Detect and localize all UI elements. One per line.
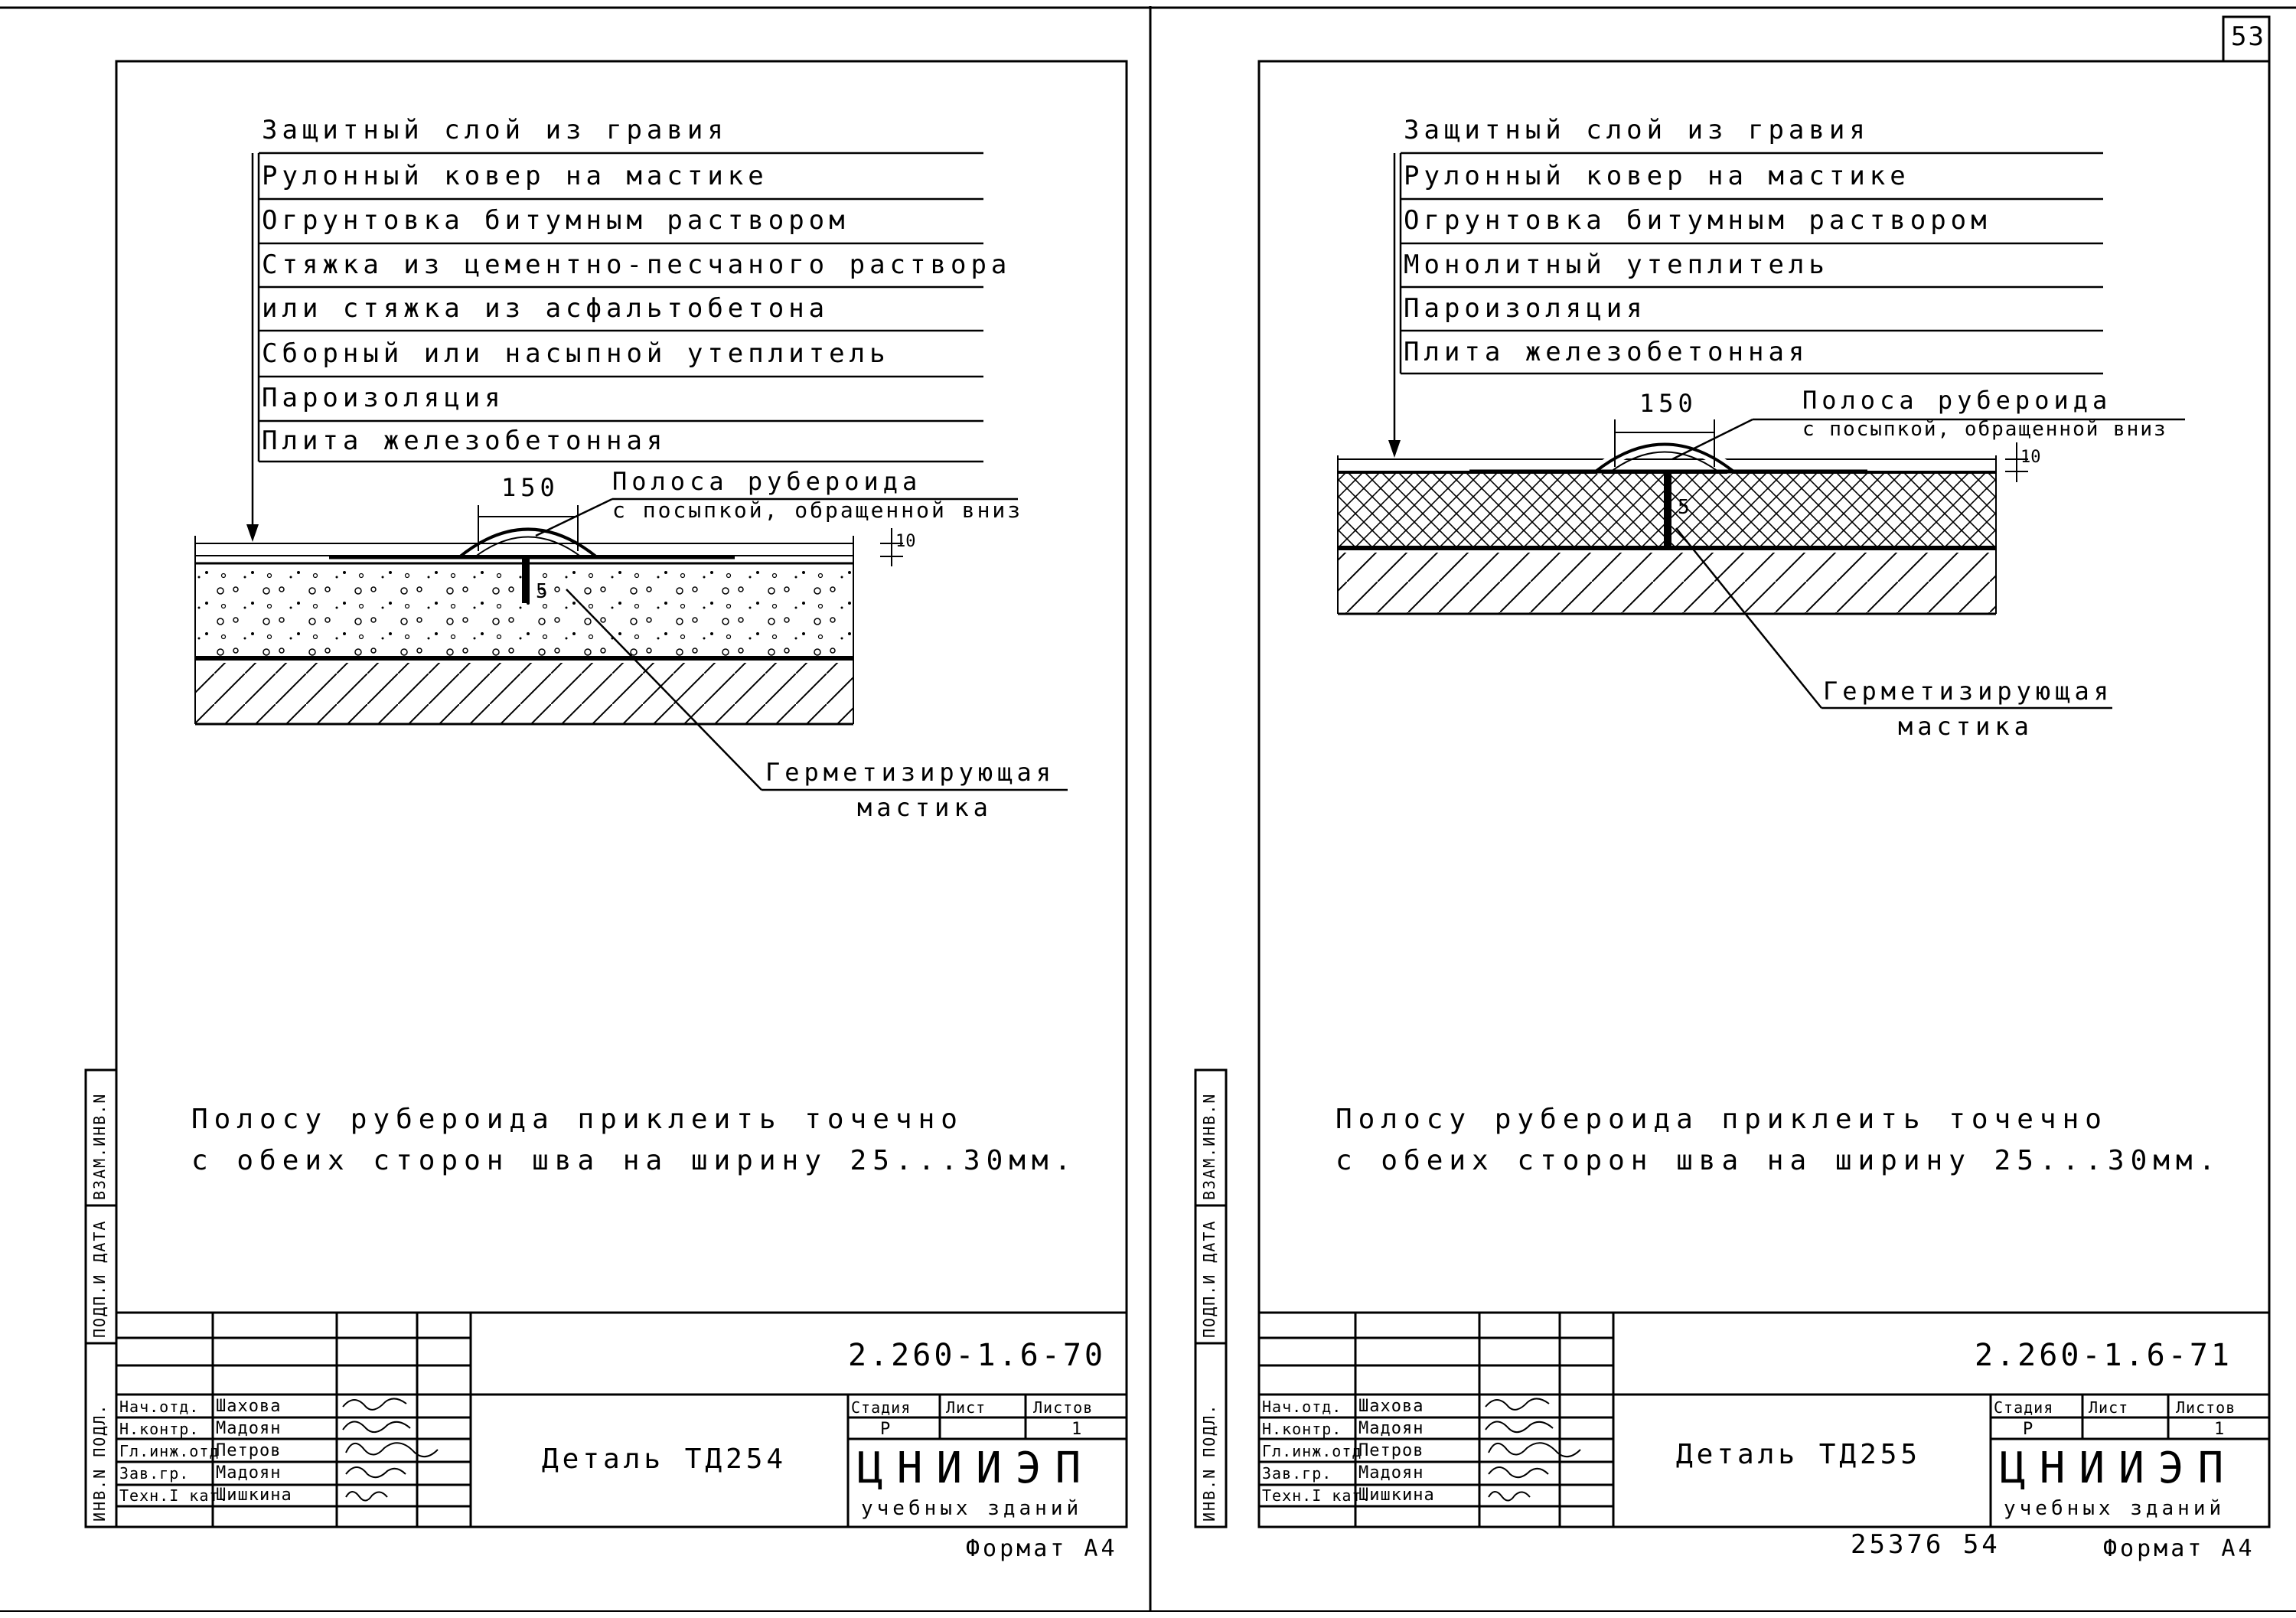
left-org-subtitle: учебных зданий <box>861 1497 1083 1520</box>
left-layer-1: Защитный слой из гравия <box>262 115 728 145</box>
right-name-1: Шахова <box>1358 1397 1424 1416</box>
left-name-3: Петров <box>216 1441 282 1460</box>
left-role-5: Техн.I кат. <box>119 1486 230 1505</box>
right-name-3: Петров <box>1358 1441 1424 1460</box>
right-doc-code: 2.260-1.6-71 <box>1975 1338 2232 1373</box>
right-layer-2: Рулонный ковер на мастике <box>1404 161 1910 191</box>
side-label-inv-original: ИНВ.N ПОДЛ. <box>90 1403 109 1522</box>
left-sheet-header: Лист <box>946 1398 987 1417</box>
left-sheets-header: Листов <box>1033 1398 1094 1417</box>
right-name-5: Шишкина <box>1358 1486 1435 1505</box>
left-name-2: Мадоян <box>216 1419 282 1438</box>
side-label-replace-inv: ВЗАМ.ИНВ.N <box>90 1092 109 1200</box>
right-note-line-2: с обеих сторон шва на ширину 25...30мм. <box>1336 1145 2222 1176</box>
right-note-line-1: Полосу рубероида приклеить точечно <box>1336 1104 2108 1135</box>
right-role-2: Н.контр. <box>1262 1420 1342 1438</box>
right-stage-value: Р <box>2023 1420 2034 1439</box>
right-strip-label-2: с посыпкой, обращенной вниз <box>1802 418 2167 441</box>
left-layer-2: Рулонный ковер на мастике <box>262 161 768 191</box>
right-sheets-header: Листов <box>2176 1398 2236 1417</box>
bottom-number: 25376 54 <box>1851 1529 2001 1560</box>
left-name-4: Мадоян <box>216 1463 282 1483</box>
right-sheets-value: 1 <box>2214 1420 2226 1439</box>
right-name-4: Мадоян <box>1358 1463 1424 1483</box>
left-dim-5: 5 <box>536 580 548 603</box>
right-layer-3: Огрунтовка битумным раствором <box>1404 205 1991 236</box>
right-role-3: Гл.инж.отд <box>1262 1442 1362 1460</box>
right-org-subtitle: учебных зданий <box>2004 1497 2226 1520</box>
left-dim-150: 150 <box>501 473 559 502</box>
right-layer-5: Пароизоляция <box>1404 293 1647 324</box>
left-mastic-label-1: Герметизирующая <box>765 758 1055 787</box>
right-dim-5: 5 <box>1678 496 1690 519</box>
left-note-line-2: с обеих сторон шва на ширину 25...30мм. <box>191 1145 1078 1176</box>
left-role-4: Зав.гр. <box>119 1464 190 1483</box>
left-dim-10: 10 <box>895 532 916 551</box>
side-label-sign-date: ПОДП.И ДАТА <box>90 1219 109 1338</box>
right-layer-4: Монолитный утеплитель <box>1404 250 1829 280</box>
left-strip-label-2: с посыпкой, обращенной вниз <box>612 497 1023 523</box>
right-mastic-label-1: Герметизирующая <box>1823 677 2113 706</box>
left-name-1: Шахова <box>216 1397 282 1416</box>
right-org-name: ЦНИИЭП <box>2000 1443 2238 1493</box>
right-stage-header: Стадия <box>1994 1398 2054 1417</box>
side-label-replace-inv-right: ВЗАМ.ИНВ.N <box>1200 1092 1218 1200</box>
left-layer-3: Огрунтовка битумным раствором <box>262 205 850 236</box>
left-role-3: Гл.инж.отд <box>119 1442 220 1460</box>
left-format: Формат А4 <box>966 1535 1118 1562</box>
left-detail-title: Деталь ТД254 <box>542 1443 788 1475</box>
left-role-2: Н.контр. <box>119 1420 200 1438</box>
right-detail-title: Деталь ТД255 <box>1676 1439 1922 1470</box>
left-sheets-value: 1 <box>1071 1420 1083 1439</box>
right-name-2: Мадоян <box>1358 1419 1424 1438</box>
side-label-sign-date-right: ПОДП.И ДАТА <box>1200 1219 1218 1338</box>
left-note-line-1: Полосу рубероида приклеить точечно <box>191 1104 964 1135</box>
left-name-5: Шишкина <box>216 1486 292 1505</box>
side-label-inv-original-right: ИНВ.N ПОДЛ. <box>1200 1403 1218 1522</box>
left-strip-label-1: Полоса рубероида <box>612 467 922 496</box>
right-strip-label-1: Полоса рубероида <box>1802 386 2112 415</box>
left-org-name: ЦНИИЭП <box>857 1443 1095 1493</box>
left-mastic-label-2: мастика <box>857 793 993 822</box>
right-dim-150: 150 <box>1639 389 1698 418</box>
right-role-4: Зав.гр. <box>1262 1464 1332 1483</box>
right-role-5: Техн.I кат. <box>1262 1486 1372 1505</box>
left-layer-4: Стяжка из цементно-песчаного раствора <box>262 250 1012 280</box>
right-mastic-label-2: мастика <box>1898 712 2033 741</box>
left-layer-7: Пароизоляция <box>262 383 505 413</box>
left-doc-code: 2.260-1.6-70 <box>848 1338 1106 1373</box>
right-sheet-header: Лист <box>2089 1398 2129 1417</box>
left-role-1: Нач.отд. <box>119 1398 200 1416</box>
left-stage-header: Стадия <box>851 1398 912 1417</box>
left-stage-value: Р <box>880 1420 892 1439</box>
right-layer-1: Защитный слой из гравия <box>1404 115 1870 145</box>
page-number: 53 <box>2231 21 2265 52</box>
right-format: Формат А4 <box>2103 1535 2255 1562</box>
right-layer-6: Плита железобетонная <box>1404 337 1809 367</box>
left-layer-6: Сборный или насыпной утеплитель <box>262 338 890 369</box>
left-layer-5: или стяжка из асфальтобетона <box>262 293 830 324</box>
right-role-1: Нач.отд. <box>1262 1398 1342 1416</box>
left-layer-8: Плита железобетонная <box>262 426 667 456</box>
right-dim-10: 10 <box>2020 448 2041 467</box>
